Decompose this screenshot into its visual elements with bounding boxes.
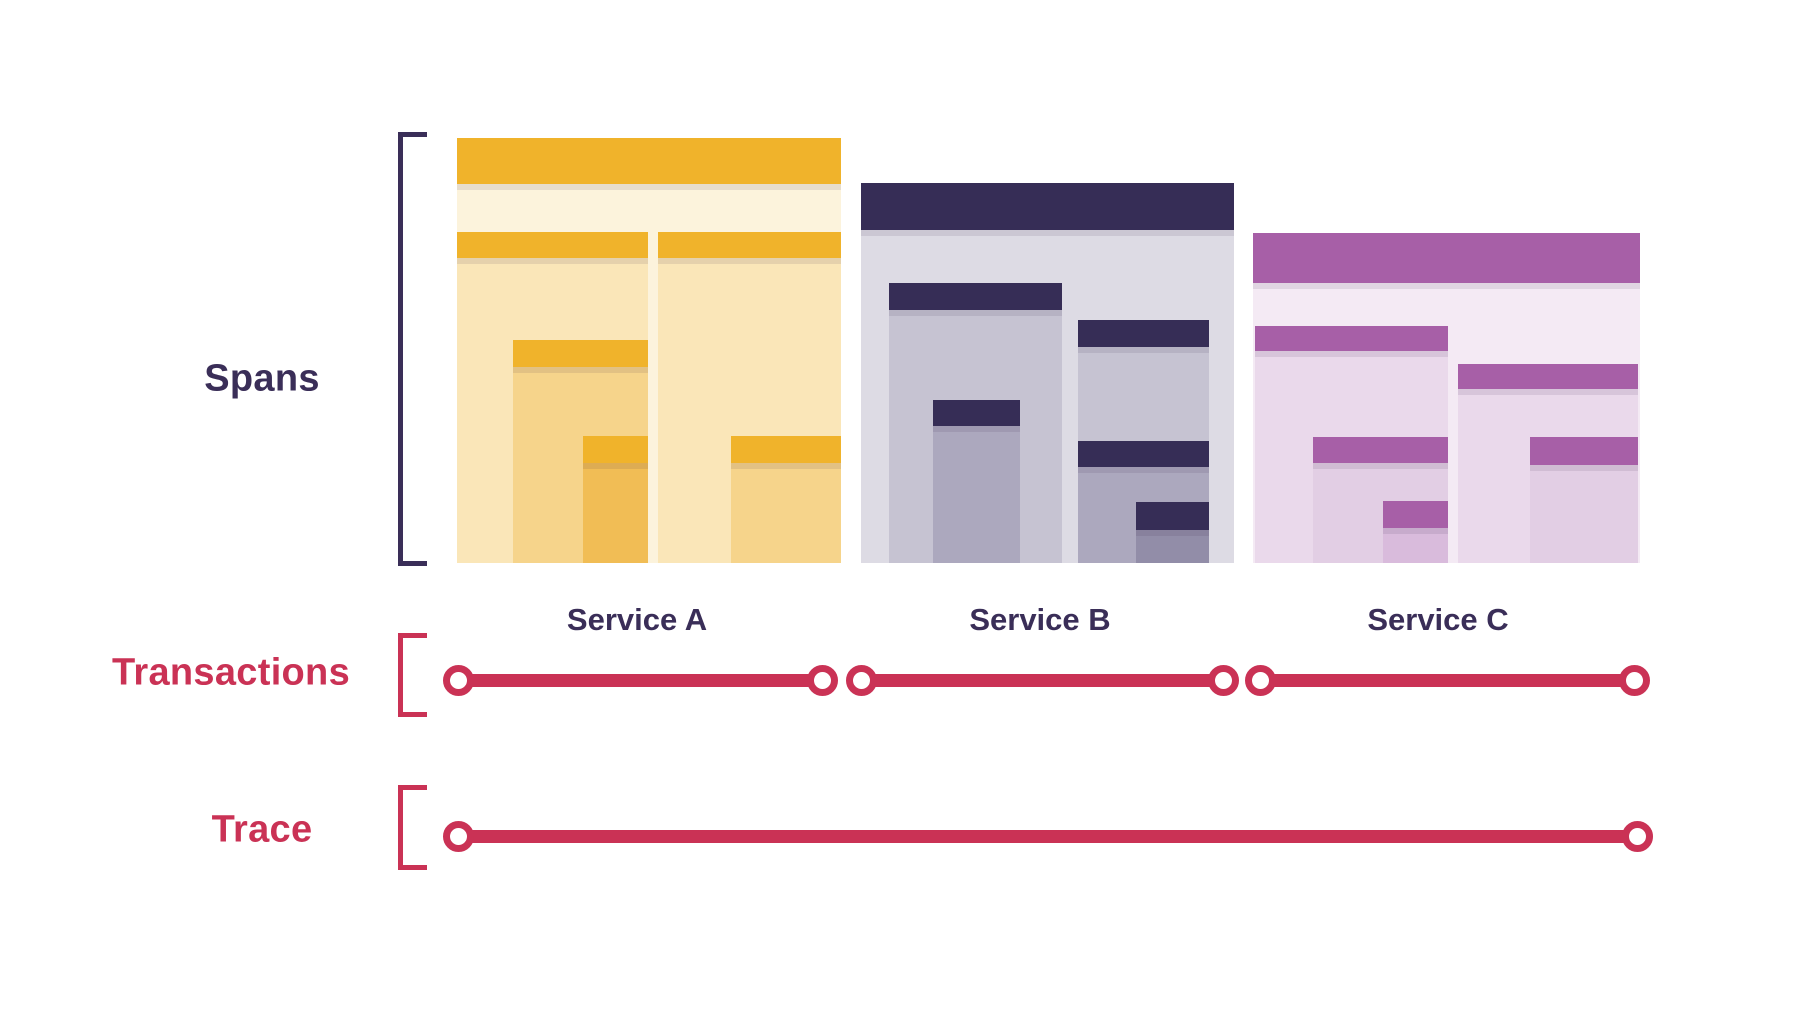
transactions-label: Transactions [111, 651, 351, 694]
transaction-1-line [458, 673, 822, 687]
transaction-3-line-end-dot [1618, 664, 1650, 696]
span-header-bar [861, 183, 1234, 230]
span-header-bar [1078, 320, 1209, 347]
span-header-bar [1383, 501, 1448, 528]
service-c-label: Service C [1367, 602, 1509, 637]
span-header-bar [457, 232, 648, 258]
trace-bracket [398, 785, 427, 870]
span-header-bar [1458, 364, 1638, 389]
spans-label: Spans [204, 357, 320, 400]
transaction-2-line [861, 673, 1223, 687]
transactions-bracket [398, 633, 427, 717]
transaction-2-line-start-dot [845, 664, 877, 696]
service-a-label: Service A [566, 602, 708, 637]
span-header-bar [658, 232, 841, 258]
trace-line-end-dot [1621, 820, 1653, 852]
transaction-1-line-start-dot [442, 664, 474, 696]
service-c-span-level-3 [1530, 437, 1638, 563]
span-header-bar [583, 436, 648, 463]
span-header-bar [1313, 437, 1448, 463]
spans-bracket [398, 132, 427, 566]
span-header-bar [933, 400, 1020, 426]
service-a-span-level-4 [583, 436, 648, 563]
span-header-bar [457, 138, 841, 184]
transaction-2-line-end-dot [1207, 664, 1239, 696]
span-header-bar [1530, 437, 1638, 465]
span-header-bar [1255, 326, 1448, 351]
trace-line-start-dot [442, 820, 474, 852]
service-b-label: Service B [969, 602, 1111, 637]
span-header-bar [889, 283, 1062, 310]
service-b-span-level-3 [933, 400, 1020, 563]
span-header-bar [731, 436, 841, 463]
trace-label: Trace [211, 808, 313, 851]
transaction-3-line [1260, 673, 1634, 687]
service-a-span-level-3 [731, 436, 841, 563]
service-c-span-level-4 [1383, 501, 1448, 563]
span-header-bar [1136, 502, 1209, 530]
span-header-bar [1078, 441, 1209, 467]
transaction-1-line-end-dot [806, 664, 838, 696]
span-header-bar [513, 340, 648, 367]
trace-line [458, 829, 1637, 843]
transaction-3-line-start-dot [1244, 664, 1276, 696]
service-b-span-level-4 [1136, 502, 1209, 563]
span-header-bar [1253, 233, 1640, 283]
